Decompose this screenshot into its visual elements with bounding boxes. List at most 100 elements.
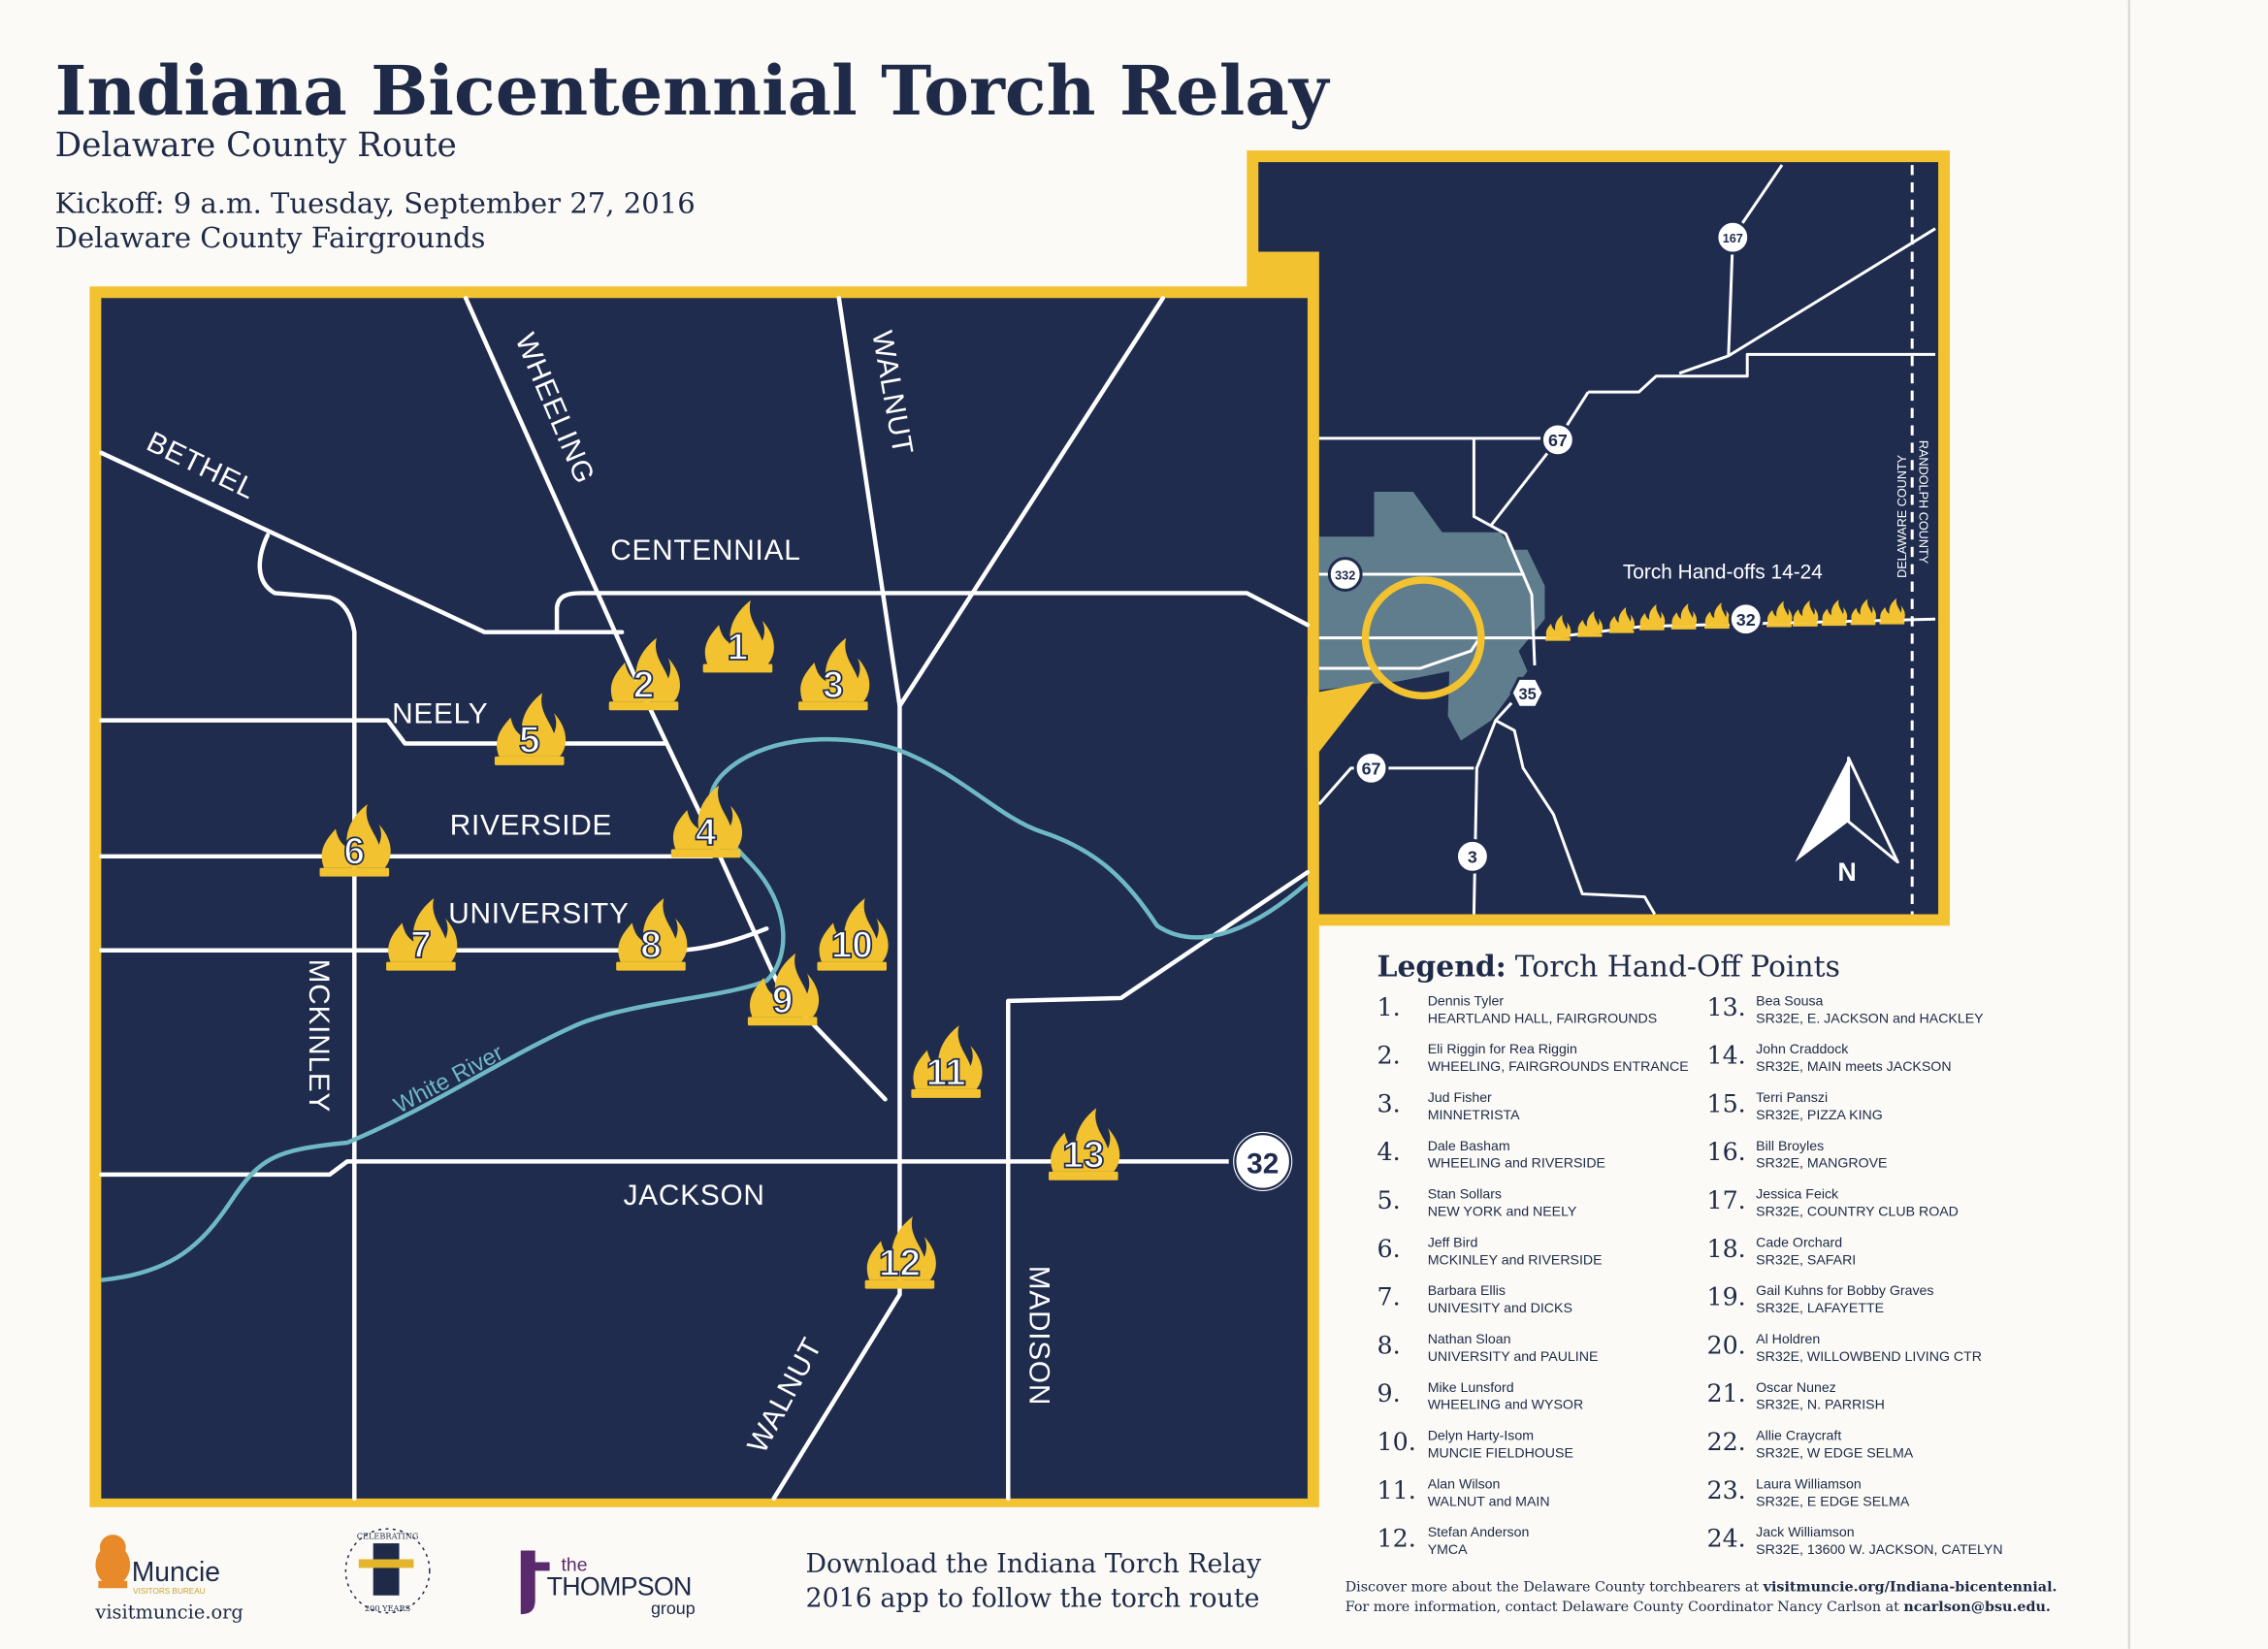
legend-item-number: 4. (1377, 1137, 1400, 1166)
handoff-marker-8[interactable]: 8 (616, 898, 688, 971)
legend-item-place: SR32E, LAFAYETTE (1756, 1301, 1884, 1316)
handoff-number: 9 (772, 980, 794, 1021)
contact-text: For more information, contact Delaware C… (1345, 1600, 2051, 1615)
shield-35-label: 35 (1518, 686, 1536, 703)
legend-item-place: UNIVESITY and DICKS (1428, 1301, 1572, 1316)
legend-item-number: 8. (1377, 1330, 1400, 1359)
magnifier-pointer (1307, 681, 1375, 767)
legend-item-number: 16. (1706, 1137, 1745, 1166)
handoff-number: 11 (926, 1051, 966, 1093)
road-diagonal-ne (897, 296, 1166, 708)
shield-67-south-label: 67 (1362, 760, 1381, 779)
handoff-number: 8 (640, 924, 662, 966)
legend-item-number: 3. (1377, 1088, 1400, 1117)
legend-item-name: Laura Williamson (1756, 1476, 1862, 1492)
legend-item-name: Bill Broyles (1756, 1139, 1824, 1154)
handoff-number: 10 (831, 924, 873, 966)
legend-item-place: NEW YORK and NEELY (1428, 1204, 1577, 1219)
legend-item-place: SR32E, 13600 W. JACKSON, CATELYN (1756, 1542, 2002, 1558)
handoff-number: 4 (696, 812, 717, 854)
label-torch-handoffs-14-24: Torch Hand-offs 14-24 (1623, 562, 1823, 584)
legend-item-number: 20. (1706, 1330, 1745, 1359)
legend-item-number: 21. (1706, 1378, 1745, 1407)
seal-bottom-text: 200 YEARS (365, 1603, 411, 1613)
muncie-url[interactable]: visitmuncie.org (94, 1601, 243, 1624)
legend-item-place: MINNETRISTA (1428, 1108, 1520, 1123)
legend-item-number: 17. (1706, 1185, 1745, 1214)
handoff-marker-6[interactable]: 6 (319, 804, 391, 877)
handoff-marker-7[interactable]: 7 (386, 898, 458, 971)
legend-item-number: 7. (1377, 1282, 1400, 1311)
legend-item-name: Mike Lunsford (1428, 1380, 1514, 1396)
handoff-number: 7 (410, 924, 432, 966)
handoff-marker-10[interactable]: 10 (817, 898, 889, 971)
legend-item-name: Allie Craycraft (1756, 1429, 1841, 1444)
legend-item-name: Barbara Ellis (1428, 1283, 1506, 1299)
legend-item-place: SR32E, COUNTRY CLUB ROAD (1756, 1204, 1959, 1219)
legend-item-place: SR32E, SAFARI (1756, 1252, 1856, 1268)
label-delaware-county: DELAWARE COUNTY (1895, 454, 1909, 578)
footer: Muncie VISITORS BUREAU visitmuncie.org C… (94, 1528, 2057, 1624)
handoff-marker-9[interactable]: 9 (747, 953, 820, 1026)
label-jackson: JACKSON (624, 1180, 765, 1212)
legend-item-name: John Craddock (1756, 1042, 1849, 1057)
legend-item-place: UNIVERSITY and PAULINE (1428, 1349, 1599, 1365)
garfield-mascot-icon (95, 1535, 131, 1589)
legend-item-number: 1. (1377, 992, 1400, 1021)
legend-item-place: MUNCIE FIELDHOUSE (1428, 1445, 1573, 1461)
legend-item-name: Jack Williamson (1756, 1525, 1854, 1540)
legend-title: Legend:Torch Hand-Off Points (1377, 951, 1839, 985)
legend-item-name: Dale Basham (1428, 1139, 1510, 1154)
download-app-line-2: 2016 app to follow the torch route (806, 1584, 1260, 1614)
main-map[interactable]: BETHEL WHEELING WALNUT CENTENNIAL NEELY … (99, 296, 1311, 1502)
label-riverside: RIVERSIDE (450, 809, 612, 841)
handoff-marker-5[interactable]: 5 (494, 693, 567, 765)
contact-email[interactable]: ncarlson@bsu.edu. (1903, 1600, 2051, 1615)
inset-map-background (1258, 162, 1939, 915)
visit-muncie-logo[interactable]: Muncie VISITORS BUREAU visitmuncie.org (94, 1535, 243, 1624)
handoff-marker-13[interactable]: 13 (1049, 1108, 1120, 1180)
legend-item-name: Oscar Nunez (1756, 1380, 1836, 1396)
legend-item-name: Al Holdren (1756, 1332, 1820, 1347)
handoff-marker-3[interactable]: 3 (798, 637, 870, 711)
legend-item-name: Jeff Bird (1428, 1235, 1478, 1250)
legend-item-place: SR32E, MANGROVE (1756, 1156, 1887, 1172)
handoff-number: 5 (519, 719, 540, 760)
handoff-marker-2[interactable]: 2 (608, 637, 680, 711)
discover-text: Discover more about the Delaware County … (1345, 1579, 2057, 1595)
legend-item-number: 2. (1377, 1041, 1400, 1070)
legend-item-place: SR32E, WILLOWBEND LIVING CTR (1756, 1349, 1982, 1365)
legend-item-number: 5. (1377, 1185, 1400, 1214)
handoff-marker-11[interactable]: 11 (911, 1025, 983, 1098)
legend: Legend:Torch Hand-Off Points 1.Dennis Ty… (1377, 951, 2002, 1559)
handoff-marker-4[interactable]: 4 (670, 785, 743, 858)
legend-item-number: 6. (1377, 1234, 1400, 1263)
legend-item-name: Nathan Sloan (1428, 1332, 1511, 1347)
label-madison: MADISON (1023, 1266, 1055, 1406)
shield-167-label: 167 (1723, 232, 1743, 245)
road-bethel (99, 450, 625, 634)
legend-item-place: SR32E, N. PARRISH (1756, 1398, 1885, 1413)
thompson-group: group (651, 1599, 696, 1618)
discover-link[interactable]: visitmuncie.org/Indiana-bicentennial. (1763, 1579, 2057, 1595)
handoff-number: 13 (1062, 1134, 1104, 1176)
thompson-logo-mark-icon (520, 1550, 550, 1615)
handoff-marker-1[interactable]: 1 (702, 599, 774, 673)
handoff-marker-12[interactable]: 12 (864, 1216, 936, 1289)
inset-map[interactable]: DELAWARE COUNTY RANDOLPH COUNTY Torch Ha… (1258, 162, 1939, 916)
label-randolph-county: RANDOLPH COUNTY (1917, 440, 1930, 565)
handoff-number: 6 (344, 830, 366, 872)
